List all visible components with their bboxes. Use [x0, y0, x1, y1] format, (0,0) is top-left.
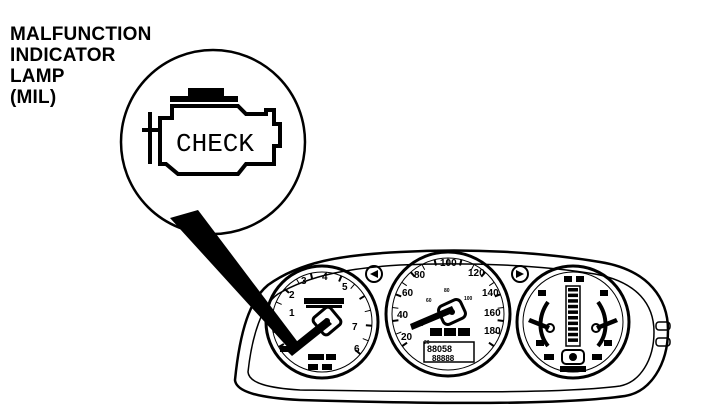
- speed-tick: [494, 331, 501, 335]
- fuel-bar-cell: [568, 288, 578, 292]
- speedometer: 20 40 60 80 100 120 140 160 180 20 40 60…: [384, 250, 512, 378]
- tach-label-1: 1: [289, 308, 295, 319]
- tach-label-2: 2: [289, 290, 295, 301]
- fuel-bar-cell: [568, 310, 578, 314]
- speed-label-160: 160: [484, 308, 501, 319]
- fuel-bar-cell: [568, 304, 578, 309]
- speed-tick: [401, 341, 408, 347]
- tach-tick: [364, 309, 371, 313]
- tach-tick: [296, 278, 300, 285]
- check-engine-icon: CHECK: [142, 88, 282, 176]
- fuel-bar-cell: [568, 293, 578, 298]
- tach-tick: [275, 301, 282, 305]
- speed-label-80: 80: [414, 270, 426, 281]
- speed-inner-label-100: 100: [464, 296, 473, 302]
- speed-label-180: 180: [484, 326, 501, 337]
- tach-label-7: 7: [352, 322, 358, 333]
- turn-signal-right-icon: [511, 265, 529, 283]
- callout-line-2: INDICATOR: [10, 45, 116, 66]
- speed-tick: [392, 319, 399, 323]
- speed-tick: [410, 271, 416, 278]
- speed-tick: [401, 281, 408, 287]
- tach-tick: [338, 275, 343, 282]
- check-lamp-text: CHECK: [176, 129, 254, 159]
- tach-tick: [283, 288, 290, 294]
- tachometer: 1 2 3 4 5 7 6: [264, 264, 380, 380]
- fuel-temp-gauge: [515, 264, 631, 380]
- tach-label-3: 3: [301, 276, 307, 287]
- tach-label-4: 4: [322, 272, 328, 283]
- speed-tick: [480, 271, 486, 278]
- speed-inner-label-20: 20: [424, 340, 430, 346]
- callout-line-4: (MIL): [10, 87, 57, 108]
- speedometer-ticks: [392, 258, 504, 347]
- callout-label: MALFUNCTION INDICATOR LAMP (MIL): [10, 24, 152, 108]
- callout-line-1: MALFUNCTION: [10, 24, 152, 45]
- tach-tick: [362, 338, 369, 342]
- speed-inner-label-60: 60: [426, 298, 432, 304]
- speed-label-120: 120: [468, 268, 485, 279]
- speed-tick: [421, 264, 426, 270]
- fuel-bar-cell: [568, 321, 578, 326]
- tach-tick: [325, 272, 327, 279]
- speed-tick: [470, 264, 475, 270]
- speed-tick: [392, 307, 399, 309]
- tach-tick: [309, 273, 314, 280]
- speed-label-40: 40: [397, 310, 409, 321]
- speed-tick: [488, 341, 495, 347]
- cluster-housing: [233, 249, 671, 405]
- tachometer-ticks: [272, 272, 372, 355]
- speed-tick: [497, 307, 504, 309]
- speed-label-140: 140: [482, 288, 499, 299]
- speed-tick: [494, 293, 501, 298]
- speed-tick: [395, 331, 402, 335]
- tach-tick: [278, 343, 285, 348]
- fuel-bar-cell: [568, 299, 578, 303]
- tach-tick: [350, 283, 355, 289]
- turn-signal-left-icon: [365, 265, 383, 283]
- speed-label-20: 20: [401, 332, 413, 343]
- tach-tick: [272, 316, 279, 319]
- fuel-bar-cell: [568, 327, 578, 331]
- tach-label-5: 5: [342, 282, 348, 293]
- fuel-bar-cells: [568, 288, 578, 342]
- speed-inner-label-80: 80: [444, 288, 450, 294]
- callout-line-3: LAMP: [10, 66, 65, 87]
- tach-tick: [355, 349, 361, 355]
- tach-label-6: 6: [354, 344, 360, 355]
- odometer-line-1: 88058: [427, 344, 452, 354]
- magnifier-circle: [119, 48, 307, 236]
- fuel-bar-cell: [568, 332, 578, 337]
- speed-label-100: 100: [440, 258, 457, 269]
- fuel-bar-cell: [568, 316, 578, 320]
- speed-tick: [488, 281, 495, 287]
- tach-tick: [359, 295, 366, 300]
- speed-tick: [433, 259, 437, 266]
- tach-tick: [273, 330, 280, 334]
- fuel-bar-cell: [568, 338, 578, 342]
- speed-label-60: 60: [402, 288, 414, 299]
- speed-tick: [395, 293, 402, 298]
- speed-tick: [459, 259, 463, 266]
- odometer-line-2: 88888: [432, 354, 455, 363]
- speed-tick: [497, 319, 504, 323]
